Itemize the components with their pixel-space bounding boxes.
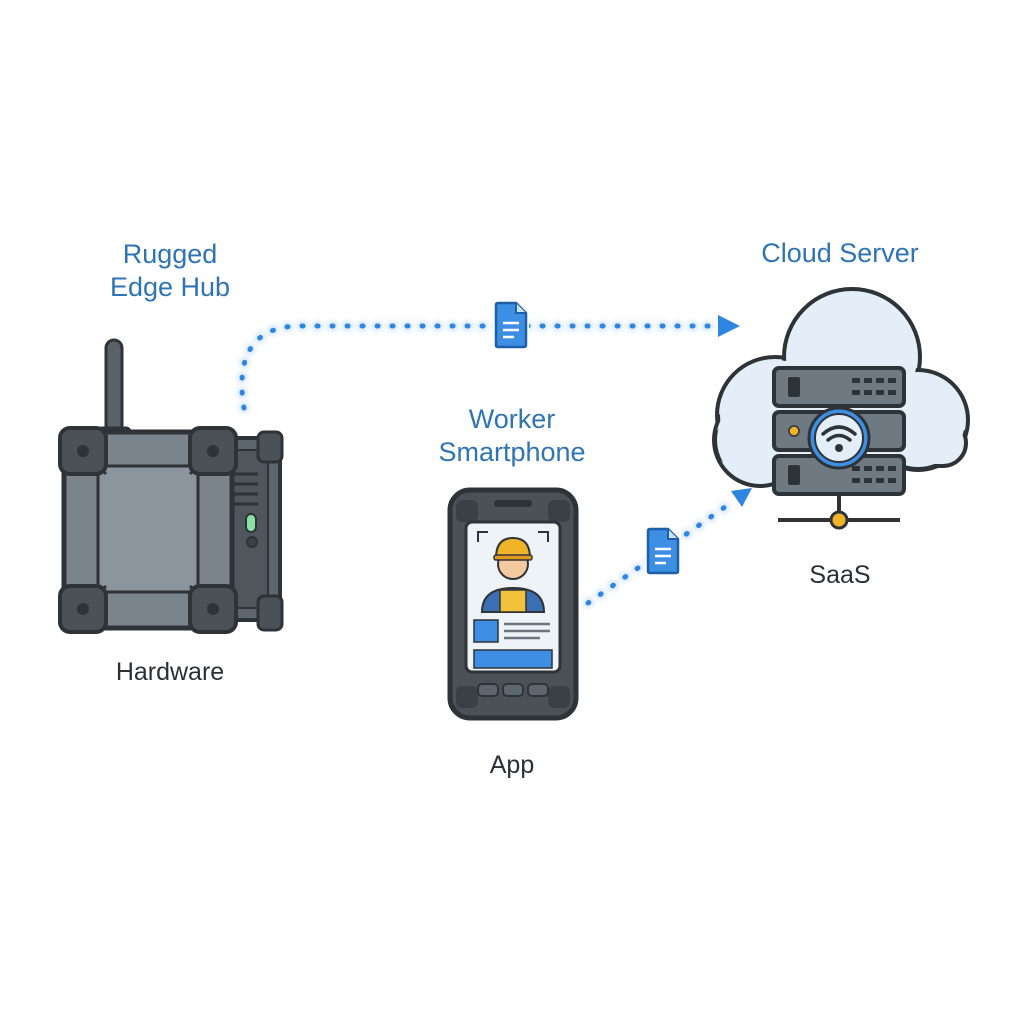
flow-smartphone-to-cloud — [583, 488, 752, 608]
edge-hub-title: Rugged Edge Hub — [90, 238, 250, 304]
smartphone-caption: App — [489, 751, 535, 779]
flow-edge-to-cloud — [237, 300, 740, 413]
cloud-caption: SaaS — [809, 561, 871, 589]
edge-hub-caption: Hardware — [115, 658, 225, 686]
document-icon — [645, 526, 681, 576]
cloud-server-icon — [712, 287, 970, 530]
cloud-title: Cloud Server — [761, 238, 919, 268]
smartphone-title-line2: Smartphone — [438, 437, 586, 467]
document-icon — [493, 300, 529, 350]
edge-hub-title-line1: Rugged — [122, 239, 218, 269]
wifi-icon — [807, 406, 871, 470]
worker-avatar-icon — [480, 536, 546, 613]
smartphone-title: Worker Smartphone — [412, 403, 612, 469]
arrowhead-icon — [718, 315, 740, 337]
arrowhead-icon — [731, 488, 752, 507]
rugged-edge-hub-icon — [58, 338, 284, 634]
worker-smartphone-icon — [447, 487, 579, 721]
network-connector-icon — [778, 494, 900, 530]
edge-hub-title-line2: Edge Hub — [109, 272, 231, 302]
smartphone-title-line1: Worker — [468, 404, 556, 434]
